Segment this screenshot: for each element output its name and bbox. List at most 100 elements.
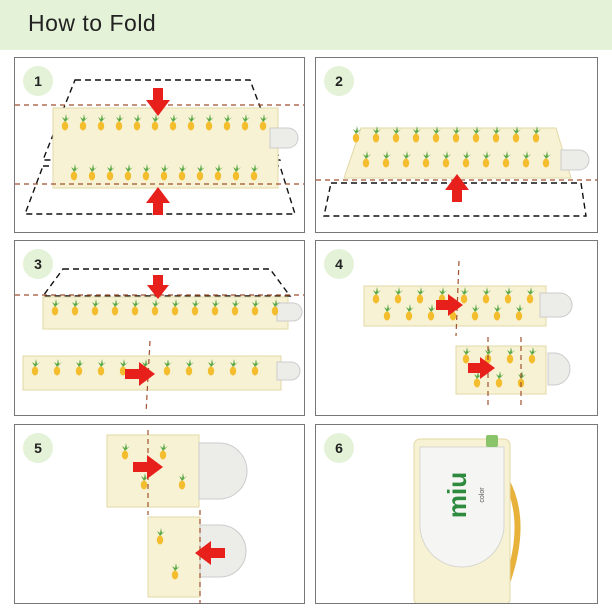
pineapple-pattern-icon <box>394 287 403 304</box>
step-badge-4: 4 <box>324 249 354 279</box>
pineapple-pattern-icon <box>482 287 491 304</box>
step-panel-5: 5 <box>14 424 305 604</box>
pineapple-pattern-icon <box>121 443 130 460</box>
pineapple-pattern-icon <box>106 164 115 181</box>
pineapple-pattern-icon <box>512 126 521 143</box>
step-4-illustration <box>363 260 573 406</box>
pineapple-pattern-icon <box>416 287 425 304</box>
pineapple-pattern-icon <box>362 151 371 168</box>
pineapple-pattern-icon <box>131 299 140 316</box>
pineapple-pattern-icon <box>402 151 411 168</box>
pineapple-pattern-icon <box>372 287 381 304</box>
page-title: How to Fold <box>28 10 157 36</box>
pineapple-pattern-icon <box>515 304 524 321</box>
step-6-illustration: miu color <box>413 435 521 603</box>
pineapple-pattern-icon <box>383 304 392 321</box>
pineapple-pattern-icon <box>71 299 80 316</box>
pineapple-pattern-icon <box>178 473 187 490</box>
pineapple-pattern-icon <box>442 151 451 168</box>
pineapple-pattern-icon <box>432 126 441 143</box>
pineapple-pattern-icon <box>472 126 481 143</box>
pineapple-pattern-icon <box>133 114 142 131</box>
logo-mark: miu <box>442 472 472 518</box>
red-arrow-right <box>468 357 495 379</box>
pineapple-pattern-icon <box>427 304 436 321</box>
step-badge-1: 1 <box>23 66 53 96</box>
pineapple-pattern-icon <box>171 563 180 580</box>
pineapple-pattern-icon <box>97 114 106 131</box>
red-arrow-up <box>445 174 469 202</box>
pineapple-pattern-icon <box>207 359 216 376</box>
red-arrow-left <box>195 541 225 565</box>
pineapple-pattern-icon <box>191 299 200 316</box>
step-badge-6: 6 <box>324 433 354 463</box>
pineapple-pattern-icon <box>171 299 180 316</box>
pineapple-pattern-icon <box>522 151 531 168</box>
pineapple-pattern-icon <box>160 164 169 181</box>
pineapple-pattern-icon <box>187 114 196 131</box>
step-badge-5: 5 <box>23 433 53 463</box>
pineapple-pattern-icon <box>53 359 62 376</box>
pineapple-pattern-icon <box>532 126 541 143</box>
step-badge-3: 3 <box>23 249 53 279</box>
pineapple-pattern-icon <box>119 359 128 376</box>
pineapple-pattern-icon <box>542 151 551 168</box>
step-panel-2: 2 <box>315 57 598 233</box>
pineapple-pattern-icon <box>151 299 160 316</box>
pineapple-pattern-icon <box>528 347 537 364</box>
pineapple-pattern-icon <box>232 164 241 181</box>
pineapple-pattern-icon <box>506 347 515 364</box>
red-arrow-down <box>147 275 169 299</box>
pineapple-pattern-icon <box>163 359 172 376</box>
pineapple-pattern-icon <box>251 359 260 376</box>
logo-tagline: color <box>479 487 486 503</box>
pineapple-pattern-icon <box>178 164 187 181</box>
pineapple-pattern-icon <box>159 443 168 460</box>
red-arrow-right <box>436 294 463 316</box>
red-arrow-up <box>146 187 170 215</box>
pineapple-pattern-icon <box>205 114 214 131</box>
step-panel-4: 4 <box>315 240 598 416</box>
step-panel-6: 6 miu color <box>315 424 598 604</box>
pineapple-pattern-icon <box>271 299 280 316</box>
pineapple-pattern-icon <box>392 126 401 143</box>
pineapple-pattern-icon <box>124 164 133 181</box>
pineapple-pattern-icon <box>91 299 100 316</box>
step-panel-3: 3 <box>14 240 305 416</box>
pineapple-pattern-icon <box>79 114 88 131</box>
step-1-illustration <box>15 79 304 215</box>
pineapple-pattern-icon <box>88 164 97 181</box>
header-bar: How to Fold <box>0 0 612 50</box>
step-2-illustration <box>316 126 597 217</box>
pineapple-pattern-icon <box>142 164 151 181</box>
pineapple-pattern-icon <box>214 164 223 181</box>
pineapple-pattern-icon <box>493 304 502 321</box>
pineapple-pattern-icon <box>211 299 220 316</box>
pineapple-pattern-icon <box>412 126 421 143</box>
pineapple-pattern-icon <box>504 287 513 304</box>
pineapple-pattern-icon <box>482 151 491 168</box>
pineapple-pattern-icon <box>169 114 178 131</box>
pineapple-pattern-icon <box>422 151 431 168</box>
pineapple-pattern-icon <box>462 151 471 168</box>
pineapple-pattern-icon <box>185 359 194 376</box>
pineapple-pattern-icon <box>372 126 381 143</box>
pineapple-pattern-icon <box>473 371 482 388</box>
pineapple-pattern-icon <box>196 164 205 181</box>
step-panel-1: 1 <box>14 57 305 233</box>
pineapple-pattern-icon <box>51 299 60 316</box>
red-arrow-right <box>125 362 155 386</box>
pineapple-pattern-icon <box>115 114 124 131</box>
pineapple-pattern-icon <box>460 287 469 304</box>
pineapple-pattern-icon <box>231 299 240 316</box>
pineapple-pattern-icon <box>156 528 165 545</box>
pineapple-pattern-icon <box>97 359 106 376</box>
pineapple-pattern-icon <box>251 299 260 316</box>
pineapple-pattern-icon <box>223 114 232 131</box>
pineapple-pattern-icon <box>352 126 361 143</box>
pineapple-pattern-icon <box>241 114 250 131</box>
pineapple-pattern-icon <box>495 371 504 388</box>
pineapple-pattern-icon <box>70 164 79 181</box>
pineapple-pattern-icon <box>462 347 471 364</box>
pineapple-pattern-icon <box>61 114 70 131</box>
